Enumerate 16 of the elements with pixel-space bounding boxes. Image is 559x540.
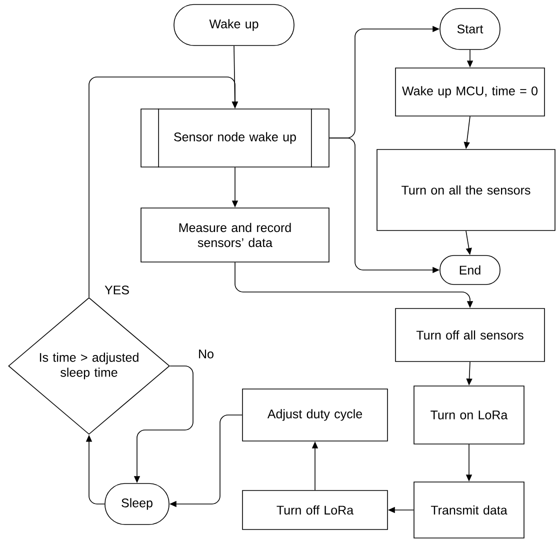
edge-label: No [197,348,215,360]
process-box: Adjust duty cycle [242,388,388,442]
process-box: Turn off all sensors [395,308,545,362]
edge-label: YES [104,284,130,296]
process-box: Transmit data [414,482,524,538]
process-box: Turn on LoRa [414,386,524,444]
process-box: Measure and record sensors’ data [140,208,330,262]
process-box: Turn on all the sensors [376,149,556,231]
process-box: Wake up MCU, time = 0 [395,68,545,116]
subprocess-box: Sensor node wake up [140,108,330,168]
terminal-box: End [440,255,500,285]
process-box: Turn off LoRa [242,490,388,530]
terminal-box: Sleep [104,483,170,525]
terminal-box: Start [440,8,500,50]
terminal-box: Wake up [174,4,294,46]
arrow [88,76,238,298]
